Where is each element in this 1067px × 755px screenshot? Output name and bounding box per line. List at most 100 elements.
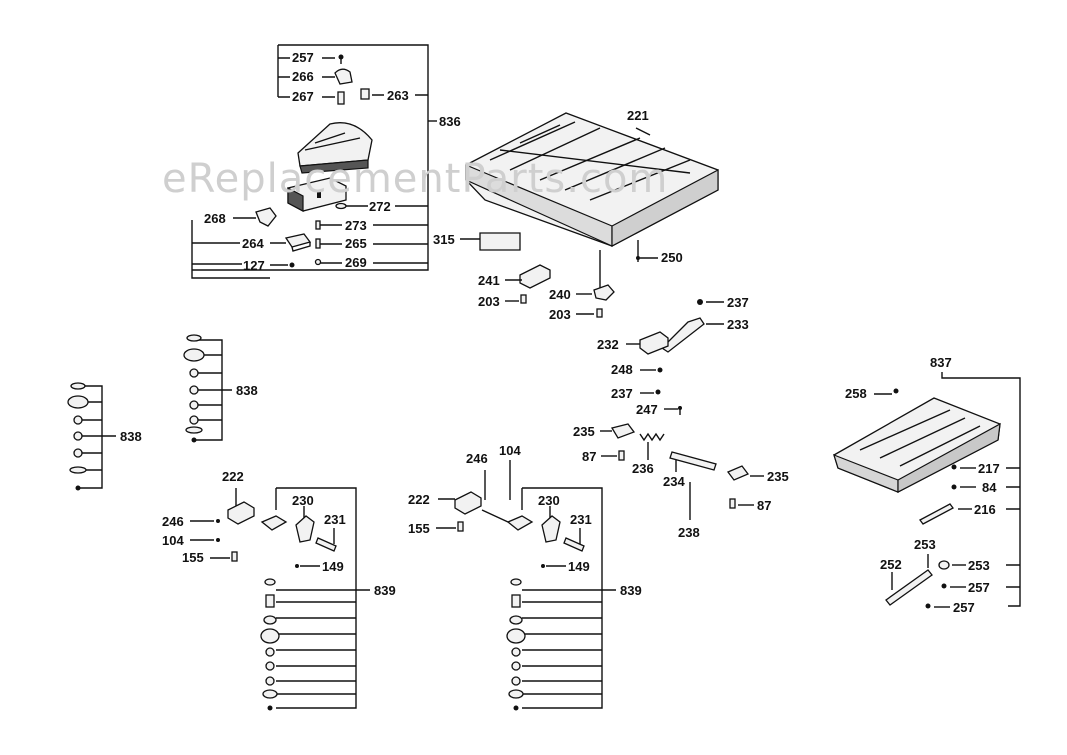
leg-assembly-839-a: 222 246 104 155 230 231 149 839 [162, 469, 396, 711]
part-label-240: 240 [549, 287, 571, 302]
part-label-230a: 230 [292, 493, 314, 508]
lever-233 [660, 317, 705, 353]
part-label-836: 836 [439, 114, 461, 129]
part-label-84: 84 [982, 480, 997, 495]
part-label-216: 216 [974, 502, 996, 517]
part-label-221: 221 [627, 108, 649, 123]
part-label-235a: 235 [573, 424, 595, 439]
part-label-252: 252 [880, 557, 902, 572]
part-label-272: 272 [369, 199, 391, 214]
part-label-247: 247 [636, 402, 658, 417]
watermark: eReplacementParts.com [162, 156, 668, 202]
part-label-235b: 235 [767, 469, 789, 484]
part-label-222b: 222 [408, 492, 430, 507]
bolt-231-b [563, 537, 585, 552]
part-label-149a: 149 [322, 559, 344, 574]
part-label-265: 265 [345, 236, 367, 251]
part-label-222a: 222 [222, 469, 244, 484]
part-label-217: 217 [978, 461, 1000, 476]
bracket-235-right [726, 465, 750, 481]
part-label-839b: 839 [620, 583, 642, 598]
part-label-264: 264 [242, 236, 264, 251]
part-label-203a: 203 [478, 294, 500, 309]
part-label-237b: 237 [611, 386, 633, 401]
part-label-257b: 257 [968, 580, 990, 595]
part-label-268: 268 [204, 211, 226, 226]
block-232 [639, 331, 669, 355]
part-label-839a: 839 [374, 583, 396, 598]
part-label-233: 233 [727, 317, 749, 332]
block-b [506, 515, 534, 531]
clamp-266 [334, 68, 353, 85]
part-label-234: 234 [663, 474, 685, 489]
extension-assembly-837: 837 258 217 84 216 253 252 253 257 257 [833, 355, 1021, 615]
extension-table [833, 397, 1001, 493]
rod-252 [885, 569, 933, 606]
screw-127 [289, 262, 295, 268]
part-label-203b: 203 [549, 307, 571, 322]
part-label-231a: 231 [324, 512, 346, 527]
lever-230-b [541, 515, 561, 543]
carriage-block [287, 177, 347, 212]
block-a [260, 515, 288, 531]
part-label-253b: 253 [968, 558, 990, 573]
part-label-104a: 104 [162, 533, 184, 548]
part-label-155a: 155 [182, 550, 204, 565]
foot-stack-838-b: 838 [67, 382, 142, 491]
screw-269 [314, 258, 322, 266]
part-label-257: 257 [292, 50, 314, 65]
part-label-246a: 246 [162, 514, 184, 529]
part-label-155b: 155 [408, 521, 430, 536]
part-label-258b: 258 [845, 386, 867, 401]
part-label-237a: 237 [727, 295, 749, 310]
part-label-241: 241 [478, 273, 500, 288]
bolt-231-a [315, 537, 337, 552]
part-label-238: 238 [678, 525, 700, 540]
assembly-836: 257 266 267 263 836 272 273 265 269 268 … [191, 44, 461, 279]
part-label-236: 236 [632, 461, 654, 476]
pin-273 [315, 220, 321, 230]
rod-216 [919, 503, 954, 525]
part-label-104b: 104 [499, 443, 521, 458]
part-label-246b: 246 [466, 451, 488, 466]
part-label-257c: 257 [953, 600, 975, 615]
part-label-232: 232 [597, 337, 619, 352]
part-label-248: 248 [611, 362, 633, 377]
rod-234 [669, 451, 717, 471]
knob-268 [255, 207, 277, 227]
bevel-plate [297, 122, 373, 174]
clamp-222-b [454, 491, 482, 515]
spring-236 [639, 432, 665, 442]
part-label-230b: 230 [538, 493, 560, 508]
bracket-235-left [610, 423, 636, 439]
part-label-231b: 231 [570, 512, 592, 527]
part-label-269: 269 [345, 255, 367, 270]
part-label-273: 273 [345, 218, 367, 233]
part-label-838-a: 838 [236, 383, 258, 398]
washer-272 [335, 202, 347, 210]
part-label-267: 267 [292, 89, 314, 104]
foot-stack-838-a: 838 [183, 334, 258, 443]
lever-230-a [295, 515, 315, 543]
part-label-837: 837 [930, 355, 952, 370]
part-label-838-b: 838 [120, 429, 142, 444]
part-label-149b: 149 [568, 559, 590, 574]
bolt-267 [337, 91, 345, 105]
part-label-127: 127 [243, 258, 265, 273]
part-label-250: 250 [661, 250, 683, 265]
block-241 [519, 264, 551, 289]
part-label-266: 266 [292, 69, 314, 84]
part-label-87a: 87 [582, 449, 596, 464]
part-label-87b: 87 [757, 498, 771, 513]
table-221: 221 315 250 241 203 240 203 [433, 108, 719, 322]
clamp-222-a [227, 501, 255, 525]
pin-265 [315, 238, 321, 249]
part-label-263: 263 [387, 88, 409, 103]
leg-assembly-839-b: 246 104 222 155 230 231 149 839 [408, 443, 642, 711]
bracket-240 [593, 284, 615, 301]
part-label-253a: 253 [914, 537, 936, 552]
label-315 [479, 232, 521, 251]
part-label-315: 315 [433, 232, 455, 247]
